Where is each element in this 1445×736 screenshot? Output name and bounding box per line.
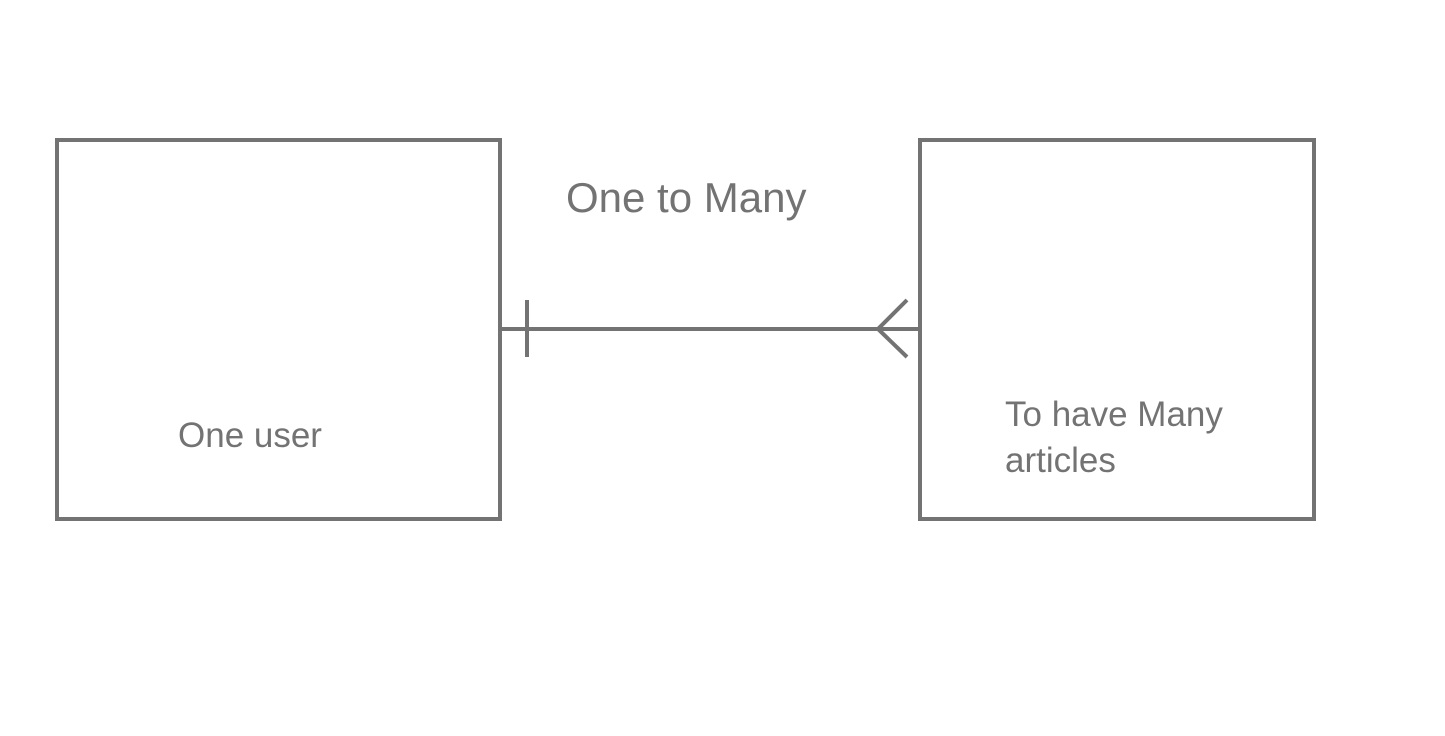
user-entity-box: [55, 138, 502, 521]
many-cardinality-marker: [875, 298, 909, 359]
articles-entity-label-line-1: To have Many: [1005, 395, 1223, 434]
articles-entity-label-line-2: articles: [1005, 441, 1116, 480]
articles-entity-box: [918, 138, 1316, 521]
relationship-label: One to Many: [566, 174, 806, 221]
user-entity-label: One user: [178, 416, 322, 455]
